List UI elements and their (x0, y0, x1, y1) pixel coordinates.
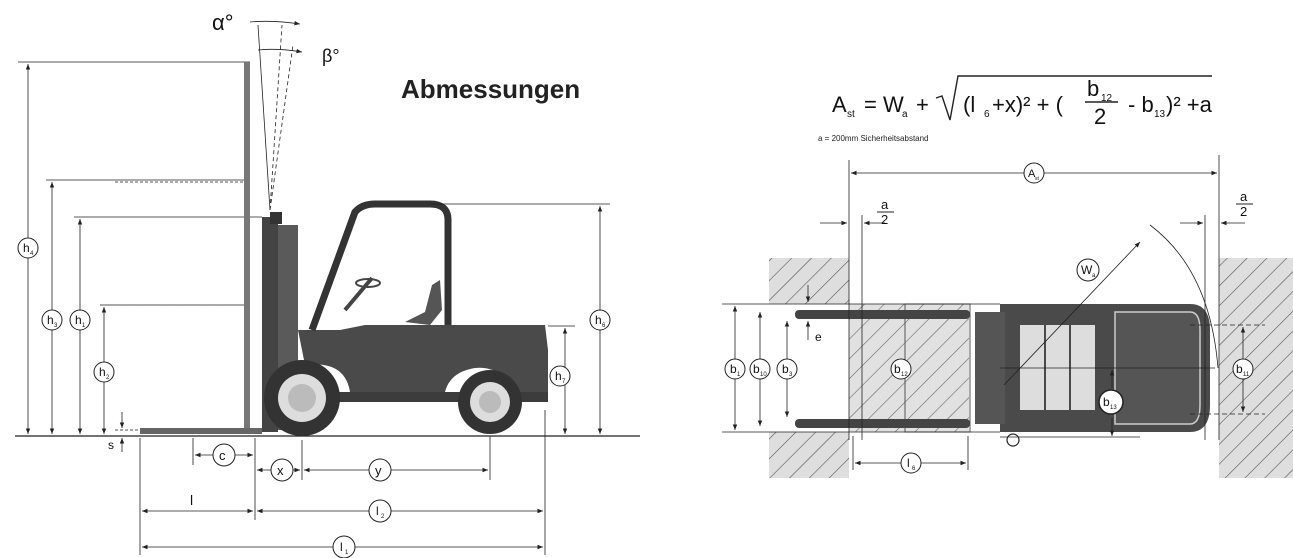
svg-text:h: h (99, 365, 106, 379)
svg-text:b: b (1236, 362, 1243, 376)
svg-text:a: a (881, 197, 889, 212)
svg-text:h: h (23, 241, 30, 255)
label-a2-left: a2 (877, 197, 894, 227)
svg-text:l: l (376, 504, 379, 518)
top-view (722, 155, 1293, 478)
label-c: c (212, 443, 236, 467)
svg-text:+x)² + (: +x)² + ( (992, 92, 1064, 117)
svg-text:4: 4 (30, 251, 34, 257)
aisle-width-formula: A st = W a + (l 6 +x)² + ( b 12 2 - b 13… (832, 75, 1213, 129)
svg-text:1: 1 (345, 550, 349, 556)
svg-text:b: b (730, 362, 737, 376)
safety-distance-note: a = 200mm Sicherheitsabstand (818, 134, 929, 143)
label-x: x (270, 458, 294, 482)
svg-text:a: a (902, 109, 908, 120)
svg-text:= W: = W (864, 92, 904, 117)
svg-text:13: 13 (1110, 405, 1117, 411)
svg-text:13: 13 (1154, 109, 1166, 120)
label-e: e (815, 330, 822, 344)
svg-text:l: l (907, 456, 910, 470)
svg-text:7: 7 (562, 379, 566, 385)
svg-text:x: x (277, 463, 284, 478)
svg-text:+: + (916, 92, 929, 117)
svg-text:A: A (832, 92, 847, 117)
svg-text:2: 2 (881, 212, 888, 227)
side-view: α° β° (15, 10, 640, 555)
svg-text:l: l (340, 540, 343, 554)
svg-text:12: 12 (901, 372, 908, 378)
svg-text:a: a (1092, 273, 1096, 279)
svg-text:h: h (75, 313, 82, 327)
svg-text:h: h (555, 369, 562, 383)
svg-text:h: h (595, 313, 602, 327)
svg-text:st: st (847, 109, 855, 120)
label-y: y (368, 458, 392, 482)
svg-text:6: 6 (602, 323, 606, 329)
svg-text:A: A (1028, 168, 1036, 180)
svg-text:- b: - b (1128, 92, 1154, 117)
svg-text:3: 3 (789, 372, 793, 378)
svg-text:c: c (219, 448, 226, 463)
label-l: l (190, 492, 193, 508)
svg-text:2: 2 (106, 375, 110, 381)
alpha-angle-label: α° (212, 10, 234, 35)
svg-text:)² +a: )² +a (1166, 92, 1213, 117)
svg-text:y: y (375, 463, 382, 478)
diagram-title: Abmessungen (401, 74, 581, 104)
beta-angle-label: β° (322, 46, 340, 66)
svg-text:a: a (1240, 189, 1248, 204)
svg-text:b: b (1103, 395, 1110, 409)
label-a2-right: a2 (1236, 189, 1253, 219)
svg-text:h: h (47, 313, 54, 327)
label-s: s (108, 438, 114, 452)
svg-text:2: 2 (1094, 104, 1106, 129)
svg-text:b: b (753, 362, 760, 376)
svg-text:11: 11 (1243, 372, 1250, 378)
svg-text:b: b (894, 362, 901, 376)
svg-text:1: 1 (82, 323, 86, 329)
svg-text:b: b (782, 362, 789, 376)
svg-text:(l: (l (963, 92, 975, 117)
svg-text:st: st (1035, 176, 1040, 182)
svg-text:2: 2 (381, 514, 385, 520)
svg-text:b: b (1087, 76, 1099, 101)
svg-text:1: 1 (737, 372, 741, 378)
svg-text:6: 6 (984, 109, 990, 120)
svg-text:3: 3 (54, 323, 58, 329)
svg-text:6: 6 (912, 466, 916, 472)
svg-text:12: 12 (1101, 93, 1113, 104)
svg-text:10: 10 (760, 372, 767, 378)
svg-text:W: W (1081, 263, 1093, 277)
svg-text:2: 2 (1240, 204, 1247, 219)
